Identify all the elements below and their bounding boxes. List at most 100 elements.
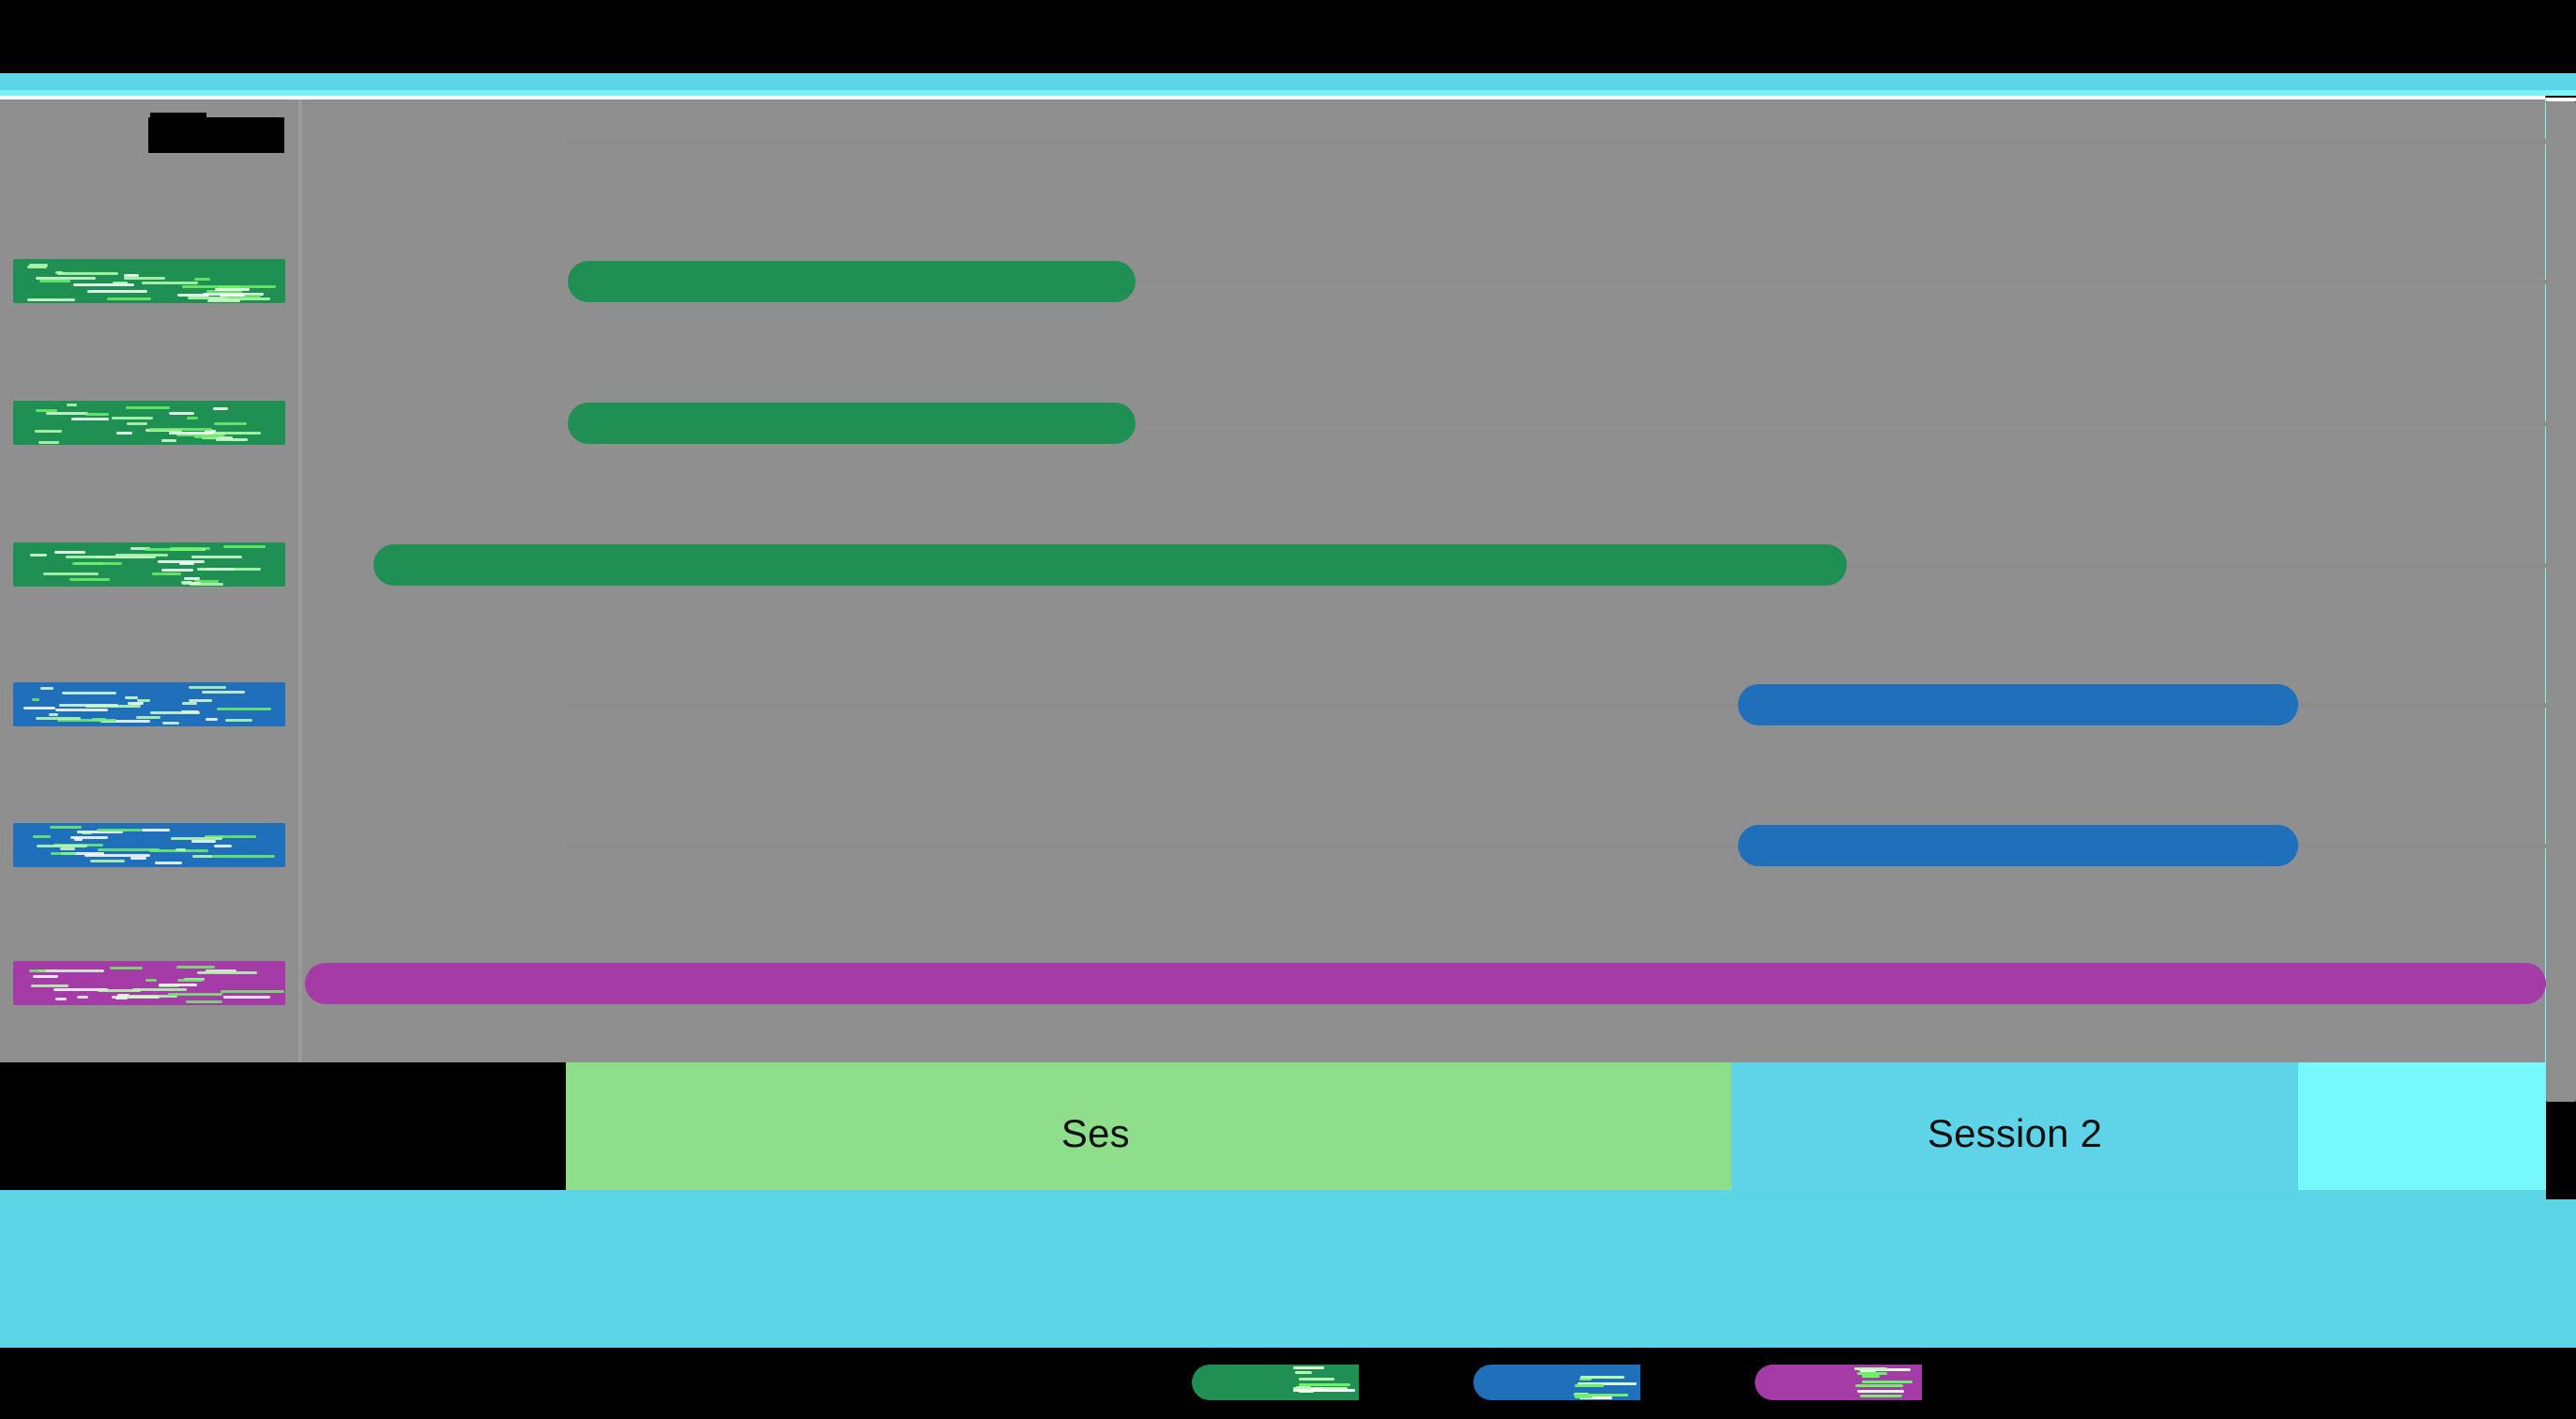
gantt-bar-row-0[interactable] <box>568 261 1136 302</box>
redaction-streak <box>1574 1394 1628 1396</box>
gantt-bar-row-3[interactable] <box>1738 684 2298 725</box>
redaction-streak <box>72 562 103 565</box>
redaction-streak <box>186 1000 222 1003</box>
redaction-streak <box>116 432 132 435</box>
redaction-streak <box>169 412 194 415</box>
gantt-bar-row-4[interactable] <box>1738 825 2298 866</box>
redaction-streak <box>50 826 82 829</box>
redaction-streak <box>38 969 104 972</box>
redaction-streak <box>202 691 245 694</box>
legend-green[interactable]: █████ <box>1192 1365 1379 1400</box>
row-label-text-1: ████████████ <box>13 401 14 402</box>
redaction-streak <box>1860 1369 1877 1372</box>
redaction-streak <box>187 417 198 420</box>
redaction-streak <box>77 996 88 999</box>
redaction-streak <box>220 294 245 297</box>
redaction-streak <box>107 298 151 300</box>
redaction-streak <box>197 971 257 974</box>
redaction-streak <box>136 716 160 719</box>
redaction-streak <box>36 277 96 280</box>
redaction-streak <box>1862 1375 1881 1378</box>
redaction-streak <box>85 413 109 416</box>
row-label-column: ████████████ ████████████ ████████████ ████… <box>0 99 298 1062</box>
row-label-text-0: ████████████ <box>13 259 14 260</box>
gridline-row-1 <box>1131 280 2546 284</box>
redaction-streak <box>194 278 209 281</box>
redaction-streak <box>142 829 170 832</box>
gantt-bar-row-5[interactable] <box>305 963 2546 1004</box>
top-accent-strip <box>0 73 2576 90</box>
redaction-streak <box>115 554 168 557</box>
redaction-streak <box>191 556 241 558</box>
redaction-streak <box>40 687 53 690</box>
row-label-5[interactable]: ████████████ <box>13 961 285 1005</box>
redaction-streak <box>217 708 272 710</box>
redaction-streak <box>74 838 83 841</box>
gantt-bar-row-2[interactable] <box>373 544 1847 586</box>
redaction-streak <box>112 996 160 999</box>
row-label-4[interactable]: ████████████ <box>13 823 285 867</box>
redaction-streak <box>225 719 252 722</box>
redaction-streak <box>127 422 147 425</box>
redaction-streak <box>1299 1378 1334 1381</box>
redaction-streak <box>1580 1376 1624 1379</box>
redaction-streak <box>125 696 138 699</box>
row-label-3[interactable]: ████████████ <box>13 682 285 726</box>
redaction-streak <box>216 438 247 441</box>
redaction-streak <box>30 554 47 557</box>
redaction-streak <box>176 966 215 969</box>
row-label-1[interactable]: ████████████ <box>13 401 285 445</box>
redaction-streak <box>67 404 77 406</box>
redaction-streak <box>98 989 141 992</box>
redaction-streak <box>128 702 145 705</box>
redaction-streak <box>33 975 58 978</box>
row-label-2[interactable]: ████████████ <box>13 542 285 587</box>
legend-blue[interactable]: █████ <box>1473 1365 1661 1400</box>
redaction-streak <box>155 862 182 864</box>
redaction-streak <box>92 718 106 721</box>
redaction-streak <box>32 698 40 701</box>
vertical-scrollbar-thumb[interactable] <box>2546 101 2576 1102</box>
redaction-streak <box>168 993 222 996</box>
redaction-streak <box>70 836 108 839</box>
redaction-streak <box>126 406 170 409</box>
redaction-streak <box>84 854 150 857</box>
redaction-streak <box>1862 1381 1913 1383</box>
redaction-streak <box>161 439 177 442</box>
gridline-row-0 <box>566 139 2546 144</box>
redaction-streak <box>124 274 139 277</box>
redaction-streak <box>69 578 110 581</box>
redaction-streak <box>73 283 134 286</box>
redaction-streak <box>191 840 216 843</box>
redaction-streak <box>171 837 222 840</box>
row-label-text-5: ████████████ <box>13 961 14 962</box>
redaction-streak <box>130 857 146 860</box>
footer-band <box>0 1198 2576 1348</box>
gridline-row-3 <box>1847 563 2546 568</box>
redaction-streak <box>27 298 76 301</box>
redaction-streak <box>1575 1384 1604 1387</box>
row-label-text-4: ████████████ <box>13 823 14 824</box>
redaction-streak <box>55 709 109 711</box>
redaction-streak <box>223 545 266 548</box>
redaction-streak <box>177 979 203 982</box>
redaction-streak <box>110 967 142 969</box>
redaction-streak <box>206 718 218 721</box>
redaction-streak <box>175 848 186 851</box>
redaction-streak <box>209 855 275 858</box>
gantt-bar-row-1[interactable] <box>568 403 1136 444</box>
redaction-streak <box>182 582 201 585</box>
redaction-streak <box>51 852 76 855</box>
redaction-streak <box>150 711 200 714</box>
redaction-streak <box>145 548 203 551</box>
legend-magenta[interactable]: █████ <box>1755 1365 1943 1400</box>
redaction-streak <box>159 984 197 986</box>
redaction-streak <box>214 422 247 425</box>
redaction-streak <box>27 266 47 268</box>
redaction-streak <box>57 272 118 275</box>
scrollbar-top-hairline <box>2546 98 2576 101</box>
axis-separator <box>298 99 302 1062</box>
redaction-streak <box>59 704 118 707</box>
redaction-streak <box>49 713 58 716</box>
row-label-0[interactable]: ████████████ <box>13 259 285 303</box>
